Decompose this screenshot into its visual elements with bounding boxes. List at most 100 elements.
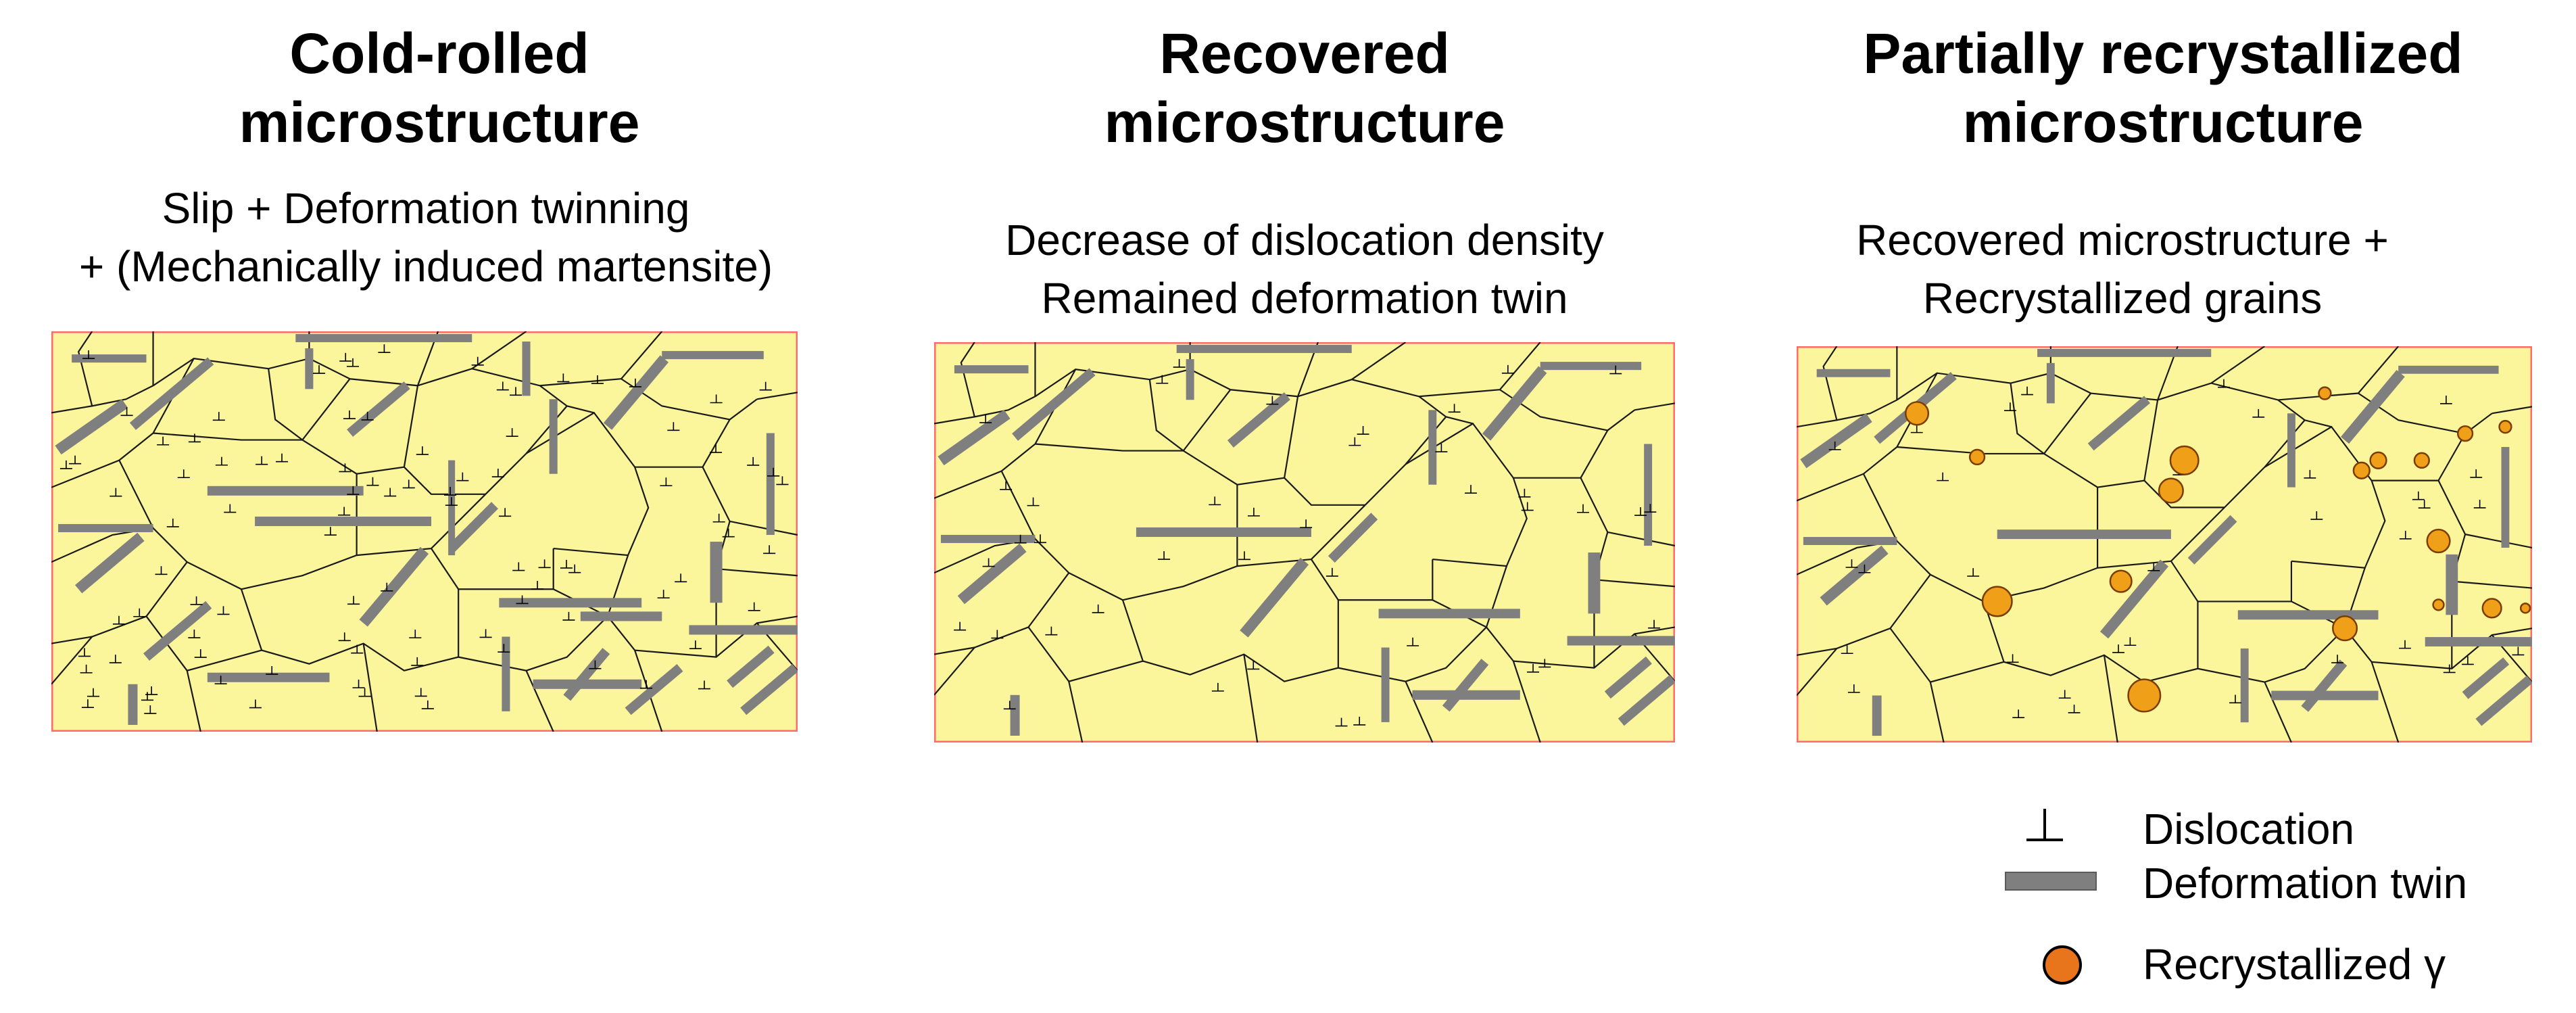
deformation-twin-icon bbox=[2005, 872, 2097, 891]
microstructure-layer bbox=[1797, 346, 2532, 743]
dislocation-symbol bbox=[1648, 619, 1661, 629]
dislocation-symbol bbox=[2003, 402, 2016, 411]
dislocation-symbol bbox=[1465, 485, 1477, 494]
dislocation-symbol bbox=[1521, 502, 1534, 511]
dislocation-symbol bbox=[2068, 705, 2081, 713]
deformation-twin bbox=[295, 334, 472, 343]
microstructure-layer bbox=[51, 331, 798, 732]
grain-boundary bbox=[553, 467, 650, 557]
dislocation-symbol bbox=[346, 358, 360, 367]
dislocation-symbol bbox=[188, 629, 201, 638]
dislocation-symbol bbox=[352, 679, 365, 688]
panel-1-desc-line-1: Slip + Deformation twinning bbox=[162, 184, 690, 233]
grain-boundary bbox=[2170, 561, 2293, 603]
dislocation-symbol bbox=[87, 688, 100, 697]
dislocation-symbol bbox=[190, 596, 203, 605]
recrystallized-grain bbox=[2158, 477, 2184, 504]
grain-boundary bbox=[2264, 425, 2439, 481]
dislocation-symbol bbox=[1238, 551, 1250, 561]
recrystallized-grain bbox=[1981, 586, 2013, 617]
microstructure-layer bbox=[934, 342, 1675, 743]
deformation-twin bbox=[1997, 529, 2171, 540]
dislocation-symbol bbox=[1156, 375, 1169, 384]
grain-boundary bbox=[186, 670, 201, 732]
deformation-twin bbox=[143, 600, 212, 661]
panel-2-desc-line-2: Remained deformation twin bbox=[1041, 274, 1568, 323]
dislocation-symbol bbox=[351, 644, 364, 654]
dislocation-symbol bbox=[2418, 500, 2431, 509]
grain-boundary bbox=[702, 419, 731, 468]
deformation-twin bbox=[1800, 413, 1872, 469]
grain-boundary bbox=[1284, 396, 1299, 478]
grain-boundary bbox=[756, 392, 798, 400]
dislocation-symbol bbox=[589, 660, 602, 669]
deformation-twin bbox=[563, 648, 610, 701]
dislocation-symbol bbox=[2331, 655, 2343, 663]
dislocation-symbol bbox=[629, 378, 641, 387]
dislocation-symbol bbox=[338, 506, 351, 516]
recrystallized-grain bbox=[2369, 451, 2387, 470]
dislocation-symbol bbox=[421, 700, 434, 709]
dislocation-symbol bbox=[69, 455, 82, 465]
dislocation-symbol bbox=[982, 558, 995, 567]
dislocation-symbol bbox=[358, 688, 371, 697]
dislocation-symbol bbox=[82, 350, 95, 359]
grain-boundary bbox=[2143, 400, 2159, 481]
dislocation-symbol bbox=[767, 467, 780, 477]
grain-boundary bbox=[77, 331, 93, 406]
dislocation-symbol bbox=[560, 559, 573, 569]
dislocation-symbol bbox=[538, 559, 551, 569]
deformation-twin bbox=[1412, 690, 1520, 700]
grain-boundary bbox=[934, 396, 1036, 425]
panel-3-title-line-2: microstructure bbox=[1962, 91, 2364, 154]
deformation-twin bbox=[72, 354, 147, 363]
dislocation-symbol bbox=[710, 394, 723, 404]
dislocation-symbol bbox=[1045, 626, 1058, 636]
cold-rolled-microstructure-diagram bbox=[51, 331, 798, 732]
dislocation-symbol bbox=[1609, 365, 1622, 375]
grain-boundary bbox=[934, 646, 975, 696]
grain-boundary bbox=[539, 385, 595, 414]
dislocation-symbol bbox=[2399, 640, 2411, 649]
deformation-twin bbox=[549, 399, 558, 474]
dislocation-symbol bbox=[416, 446, 429, 455]
grain-boundary bbox=[51, 561, 188, 644]
panel-3-title-line-1: Partially recrystallized bbox=[1863, 22, 2463, 85]
dislocation-symbol bbox=[402, 479, 415, 489]
dislocation-symbol bbox=[155, 566, 168, 575]
dislocation-symbol bbox=[2461, 656, 2474, 665]
grain-boundary bbox=[1889, 628, 2004, 683]
panel-1-description: Slip + Deformation twinning + (Mechanica… bbox=[0, 179, 852, 296]
grain-boundary bbox=[2103, 655, 2118, 743]
dislocation-symbol bbox=[710, 444, 723, 453]
deformation-twin bbox=[710, 542, 723, 603]
grain-boundary bbox=[1797, 574, 1931, 656]
grain-boundary bbox=[153, 378, 351, 441]
dislocation-symbol bbox=[1158, 551, 1171, 560]
dislocation-symbol bbox=[1211, 682, 1224, 692]
panel-3-description: Recovered microstructure + Recrystallize… bbox=[1784, 211, 2460, 327]
grain-boundary bbox=[525, 670, 554, 732]
legend-twin-label: Deformation twin bbox=[2143, 859, 2468, 908]
deformation-twin bbox=[1816, 369, 1891, 377]
deformation-twin bbox=[499, 598, 642, 608]
panel-background bbox=[934, 342, 1675, 743]
deformation-twin bbox=[2501, 446, 2510, 548]
dislocation-symbol bbox=[496, 381, 509, 391]
dislocation-symbol bbox=[1937, 472, 1949, 481]
dislocation-symbol bbox=[414, 688, 427, 697]
dislocation-symbol bbox=[1847, 684, 1860, 693]
dislocation-symbol bbox=[381, 582, 393, 592]
dislocation-symbol bbox=[343, 410, 356, 419]
deformation-twin bbox=[662, 351, 764, 360]
deformation-twin bbox=[255, 516, 432, 526]
deformation-twin bbox=[207, 672, 330, 682]
recrystallized-grain bbox=[2332, 615, 2358, 642]
dislocation-symbol bbox=[675, 573, 687, 583]
grain-boundary bbox=[1351, 342, 1541, 398]
dislocation-symbol bbox=[2310, 511, 2323, 520]
grain-boundary bbox=[525, 411, 703, 468]
deformation-twin bbox=[2187, 515, 2237, 565]
deformation-twin bbox=[2046, 362, 2055, 404]
dislocation-symbol bbox=[2021, 386, 2033, 396]
